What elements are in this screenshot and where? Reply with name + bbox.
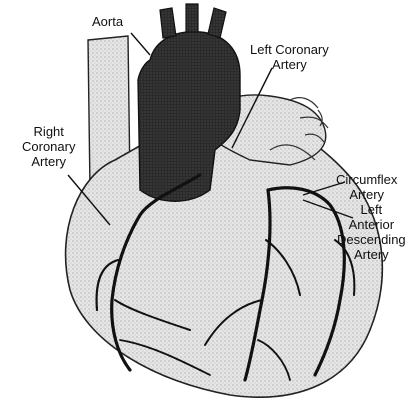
label-circumflex-artery: Circumflex Artery (336, 172, 397, 202)
label-line: Coronary (22, 139, 75, 154)
label-line: Circumflex (336, 172, 397, 187)
label-line: Left (337, 202, 406, 217)
aorta-leader (131, 33, 150, 55)
label-left-coronary-artery: Left Coronary Artery (250, 42, 329, 72)
label-line: Left Coronary (250, 42, 329, 57)
label-line: Descending (337, 232, 406, 247)
label-right-coronary-artery: Right Coronary Artery (22, 124, 75, 169)
label-aorta: Aorta (92, 14, 123, 29)
label-line: Artery (336, 187, 397, 202)
label-line: Artery (337, 247, 406, 262)
label-line: Right (22, 124, 75, 139)
label-line: Anterior (337, 217, 406, 232)
label-left-anterior-descending-artery: Left Anterior Descending Artery (337, 202, 406, 262)
label-line: Artery (22, 154, 75, 169)
label-aorta-text: Aorta (92, 14, 123, 29)
label-line: Artery (250, 57, 329, 72)
